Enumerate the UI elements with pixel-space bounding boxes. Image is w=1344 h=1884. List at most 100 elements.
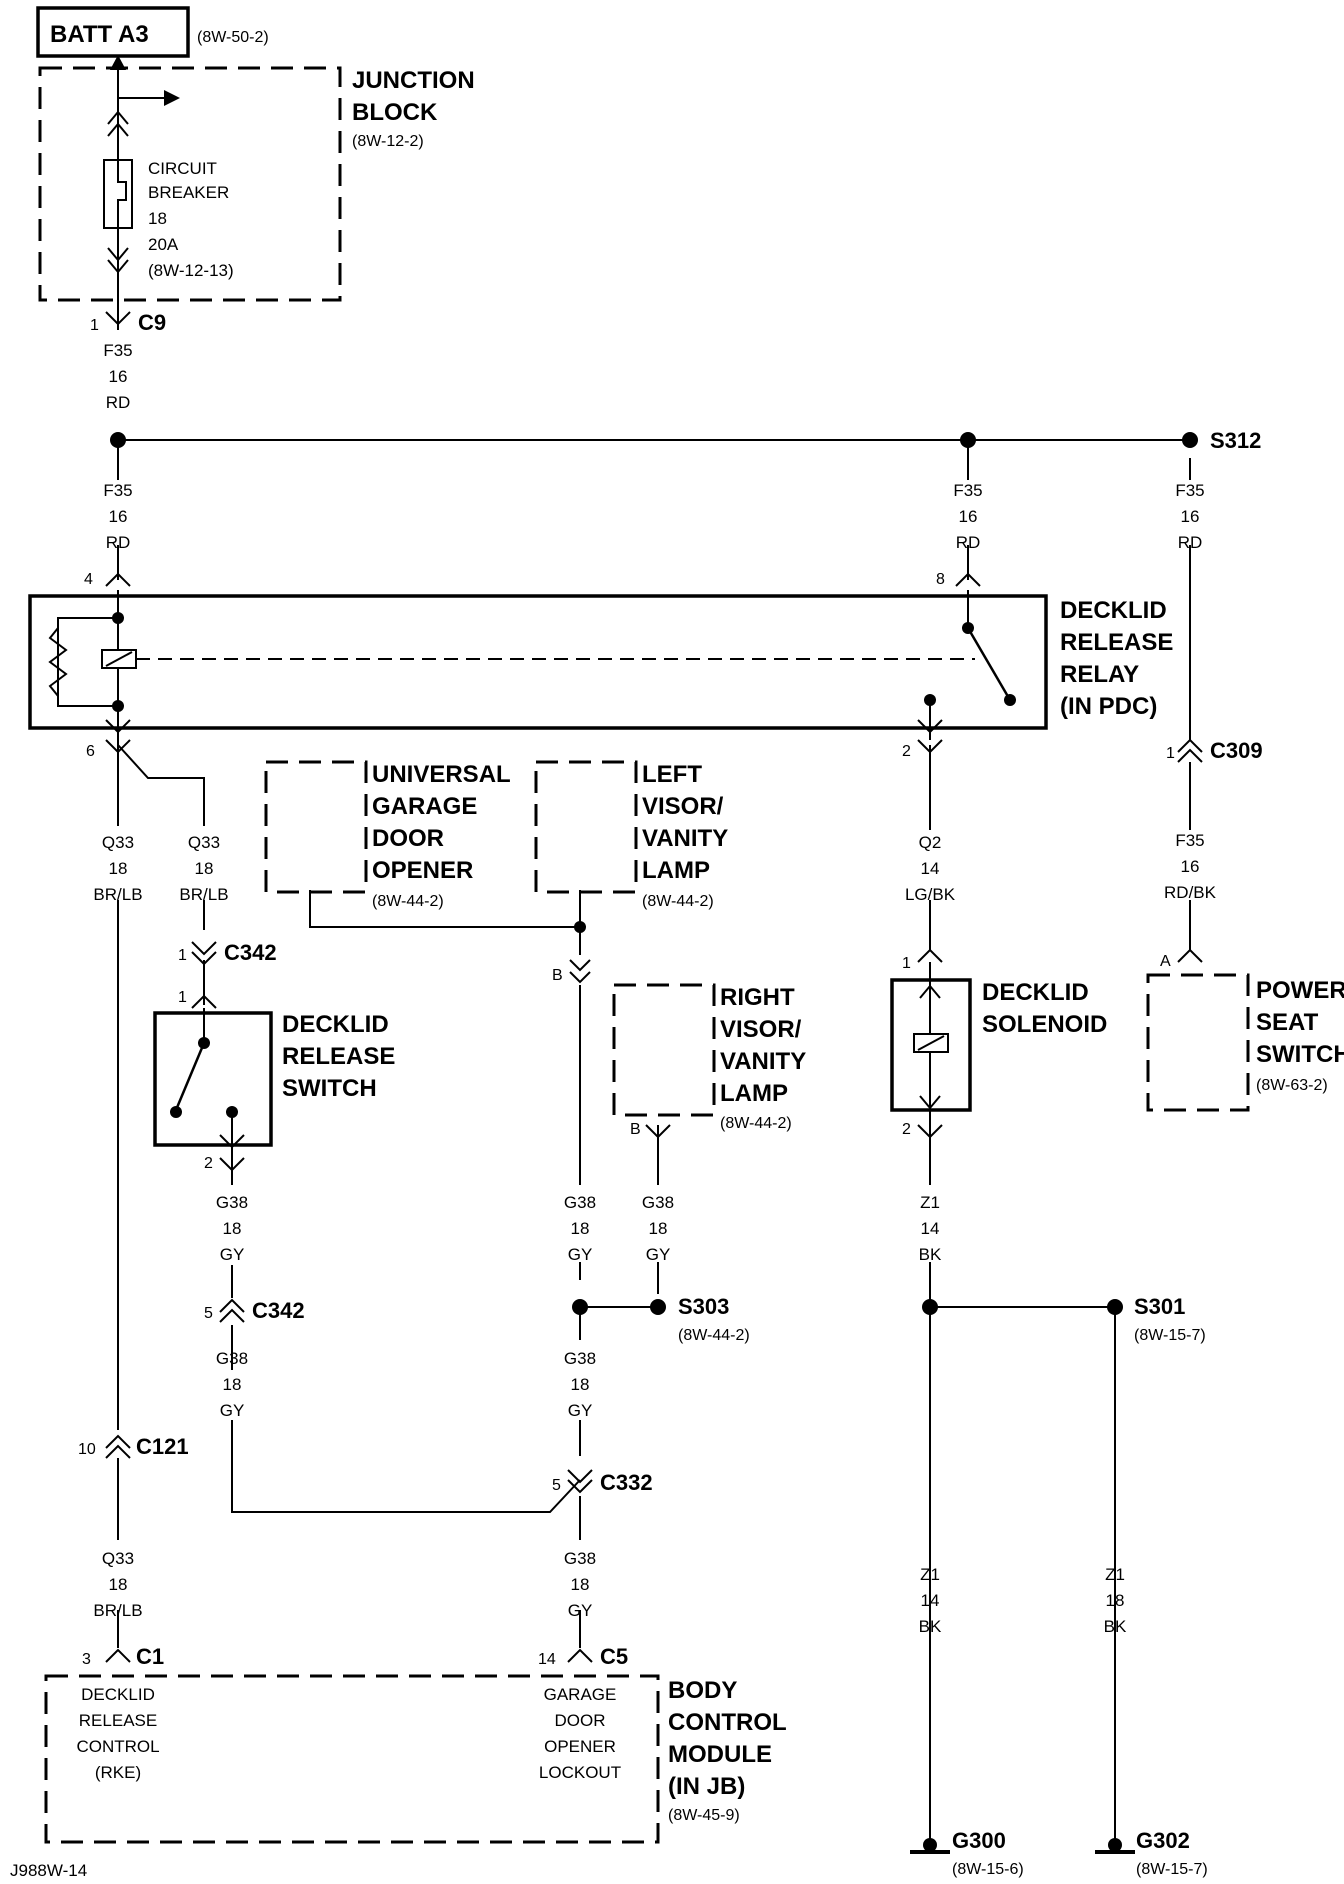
splice-dot-s303 bbox=[650, 1299, 666, 1315]
svg-text:Z1: Z1 bbox=[920, 1193, 940, 1212]
ground-icon bbox=[923, 1838, 937, 1852]
svg-text:RD: RD bbox=[106, 533, 131, 552]
wire-ugdo-out bbox=[309, 890, 580, 928]
svg-text:16: 16 bbox=[109, 507, 128, 526]
svg-text:14: 14 bbox=[921, 1219, 940, 1238]
s301-name: S301 bbox=[1134, 1294, 1185, 1319]
svg-text:GY: GY bbox=[220, 1245, 245, 1264]
svg-text:F35: F35 bbox=[103, 481, 132, 500]
svg-text:RD: RD bbox=[106, 393, 131, 412]
c5-name: C5 bbox=[600, 1644, 628, 1669]
g302-name: G302 bbox=[1136, 1828, 1190, 1853]
right-visor-title-2: VISOR/ bbox=[720, 1016, 802, 1043]
wire-label-f35-rdbk: F35 16 RD/BK bbox=[1164, 831, 1217, 902]
svg-text:BR/LB: BR/LB bbox=[93, 1601, 142, 1620]
svg-text:GY: GY bbox=[568, 1401, 593, 1420]
splice-dot bbox=[110, 432, 126, 448]
wire-q33-branch bbox=[117, 744, 205, 826]
left-visor-title-2: VISOR/ bbox=[642, 793, 724, 820]
wire-label-g38-d: G38 18 GY bbox=[216, 1349, 248, 1420]
junction-title-1: JUNCTION bbox=[352, 67, 475, 94]
svg-text:16: 16 bbox=[959, 507, 978, 526]
bcm-right-4: LOCKOUT bbox=[539, 1763, 621, 1782]
ugdo-title-4: OPENER bbox=[372, 857, 473, 884]
bcm-ref: (8W-45-9) bbox=[668, 1807, 740, 1824]
svg-text:18: 18 bbox=[109, 859, 128, 878]
bcm-right-3: OPENER bbox=[544, 1737, 616, 1756]
ugdo-title-2: GARAGE bbox=[372, 793, 477, 820]
bcm-right-1: GARAGE bbox=[544, 1685, 617, 1704]
svg-text:F35: F35 bbox=[1175, 481, 1204, 500]
connector-c309: 1 C309 bbox=[1166, 738, 1263, 763]
svg-text:16: 16 bbox=[1181, 507, 1200, 526]
power-seat-ref: (8W-63-2) bbox=[1256, 1077, 1328, 1094]
splice-dot bbox=[574, 921, 586, 933]
wire-label-g38-f: G38 18 GY bbox=[564, 1549, 596, 1620]
wire-label-g38-a: G38 18 GY bbox=[216, 1193, 248, 1264]
svg-text:BR/LB: BR/LB bbox=[179, 885, 228, 904]
relay-pin8: 8 bbox=[936, 571, 945, 588]
svg-text:RD: RD bbox=[956, 533, 981, 552]
bcm-left-1: DECKLID bbox=[81, 1685, 155, 1704]
junction-ref: (8W-12-2) bbox=[352, 133, 424, 150]
solenoid-pin1: 1 bbox=[902, 955, 911, 972]
svg-text:18: 18 bbox=[223, 1375, 242, 1394]
svg-text:Q2: Q2 bbox=[919, 833, 942, 852]
bcm-left-2: RELEASE bbox=[79, 1711, 157, 1730]
wires bbox=[117, 65, 1191, 1845]
svg-text:G38: G38 bbox=[564, 1349, 596, 1368]
left-visor-vanity-lamp: LEFT VISOR/ VANITY LAMP (8W-44-2) bbox=[534, 760, 728, 910]
c9-name: C9 bbox=[138, 310, 166, 335]
footer-code: J988W-14 bbox=[10, 1861, 87, 1880]
svg-text:GY: GY bbox=[568, 1601, 593, 1620]
connector-c121: 10 C121 bbox=[78, 1434, 189, 1459]
g302-ref: (8W-15-7) bbox=[1136, 1861, 1208, 1878]
c9-pin: 1 bbox=[90, 317, 99, 334]
ugdo-title-3: DOOR bbox=[372, 825, 444, 852]
right-visor-title-4: LAMP bbox=[720, 1080, 788, 1107]
wire-label-z1-b: Z1 14 BK bbox=[919, 1565, 942, 1636]
right-visor-pin: B bbox=[630, 1121, 641, 1138]
s301-ref: (8W-15-7) bbox=[1134, 1327, 1206, 1344]
ground-g302: G302 (8W-15-7) bbox=[1095, 1828, 1208, 1878]
wire-label-g38-e: G38 18 GY bbox=[564, 1349, 596, 1420]
svg-text:GY: GY bbox=[220, 1401, 245, 1420]
bcm-title-2: CONTROL bbox=[668, 1709, 787, 1736]
connector-c1: 3 C1 bbox=[82, 1644, 164, 1669]
batt-ref: (8W-50-2) bbox=[197, 29, 269, 46]
connector-c332: 5 C332 bbox=[552, 1469, 653, 1495]
body-control-module: DECKLID RELEASE CONTROL (RKE) GARAGE DOO… bbox=[44, 1674, 787, 1844]
c309-name: C309 bbox=[1210, 738, 1263, 763]
splice-dot-s312 bbox=[1182, 432, 1198, 448]
s303-name: S303 bbox=[678, 1294, 729, 1319]
breaker-line-3: 18 bbox=[148, 209, 167, 228]
bcm-right-2: DOOR bbox=[555, 1711, 606, 1730]
svg-text:Z1: Z1 bbox=[920, 1565, 940, 1584]
switch-pin1: 1 bbox=[178, 989, 187, 1006]
svg-text:RD: RD bbox=[1178, 533, 1203, 552]
c1-name: C1 bbox=[136, 1644, 164, 1669]
svg-text:18: 18 bbox=[571, 1575, 590, 1594]
splice-dot bbox=[572, 1299, 588, 1315]
svg-text:BR/LB: BR/LB bbox=[93, 885, 142, 904]
s312-label: S312 bbox=[1210, 428, 1261, 453]
wire-label-g38-b: G38 18 GY bbox=[564, 1193, 596, 1264]
resistor-icon bbox=[48, 627, 68, 697]
right-visor-vanity-lamp: B RIGHT VISOR/ VANITY LAMP (8W-44-2) bbox=[612, 983, 806, 1139]
ugdo-ref: (8W-44-2) bbox=[372, 893, 444, 910]
svg-text:RD/BK: RD/BK bbox=[1164, 883, 1217, 902]
power-seat-switch: A POWER SEAT SWITCH (8W-63-2) bbox=[1146, 948, 1344, 1112]
c1-pin: 3 bbox=[82, 1651, 91, 1668]
bcm-left-4: (RKE) bbox=[95, 1763, 141, 1782]
right-visor-title-3: VANITY bbox=[720, 1048, 806, 1075]
left-visor-title-4: LAMP bbox=[642, 857, 710, 884]
power-seat-title-2: SEAT bbox=[1256, 1009, 1319, 1036]
svg-text:18: 18 bbox=[649, 1219, 668, 1238]
svg-text:16: 16 bbox=[109, 367, 128, 386]
left-visor-title-1: LEFT bbox=[642, 761, 702, 788]
connector-c9: 1 C9 bbox=[90, 310, 166, 335]
svg-text:GY: GY bbox=[568, 1245, 593, 1264]
relay-pin4: 4 bbox=[84, 571, 93, 588]
wire-label-f35-b: F35 16 RD bbox=[103, 481, 132, 552]
